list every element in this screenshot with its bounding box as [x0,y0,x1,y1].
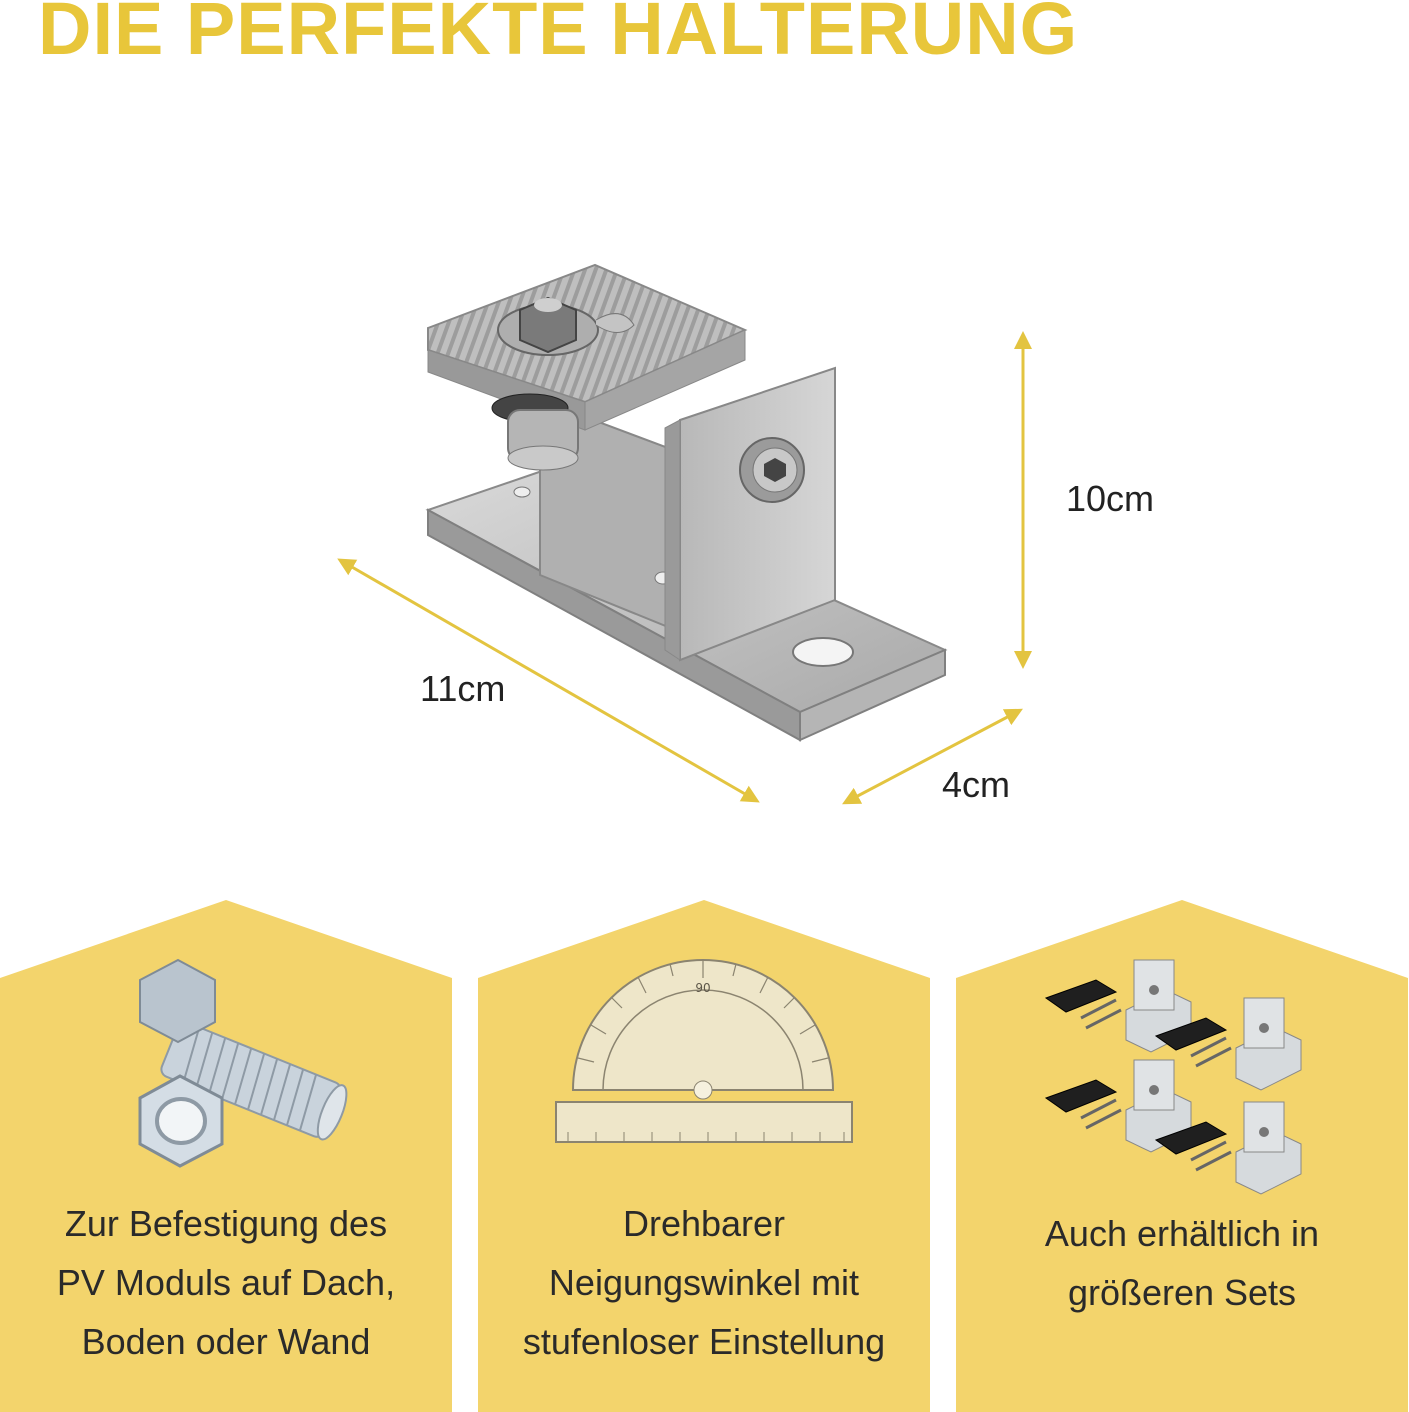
card-text-line: Zur Befestigung des [64,1203,388,1244]
product-illustration [337,263,1032,805]
card-text-line: Drehbarer [622,1203,786,1244]
svg-text:90: 90 [695,981,710,995]
card-text-line: PV Moduls auf Dach, [56,1262,396,1303]
height-label: 10cm [1066,478,1155,519]
feature-card-sets: Auch erhältlich in größeren Sets [956,900,1408,1412]
card-text-line: stufenloser Einstellung [522,1321,886,1362]
bracket-set-icon [1044,959,1303,1196]
card-background [0,900,452,1412]
width-label: 4cm [942,764,1011,805]
length-arrow [337,558,760,803]
card-text-line: Auch erhältlich in [1044,1213,1320,1254]
card-text-line: Neigungswinkel mit [548,1262,860,1303]
bolt-nut-icon [138,958,348,1168]
base-slot-hole [792,637,854,667]
card-background [956,900,1408,1412]
length-label: 11cm [420,668,506,709]
card-text-line: größeren Sets [1067,1272,1297,1313]
card-text-line: Boden oder Wand [81,1321,371,1362]
feature-card-angle: 90 Drehbarer Neigungswinkel mit stufenlo… [478,900,930,1412]
protractor-icon: 90 [555,959,853,1143]
width-arrow [842,708,1023,805]
feature-card-mounting: Zur Befestigung des PV Moduls auf Dach, … [0,900,452,1412]
page-title: DIE PERFEKTE HALTERUNG [38,0,1079,70]
